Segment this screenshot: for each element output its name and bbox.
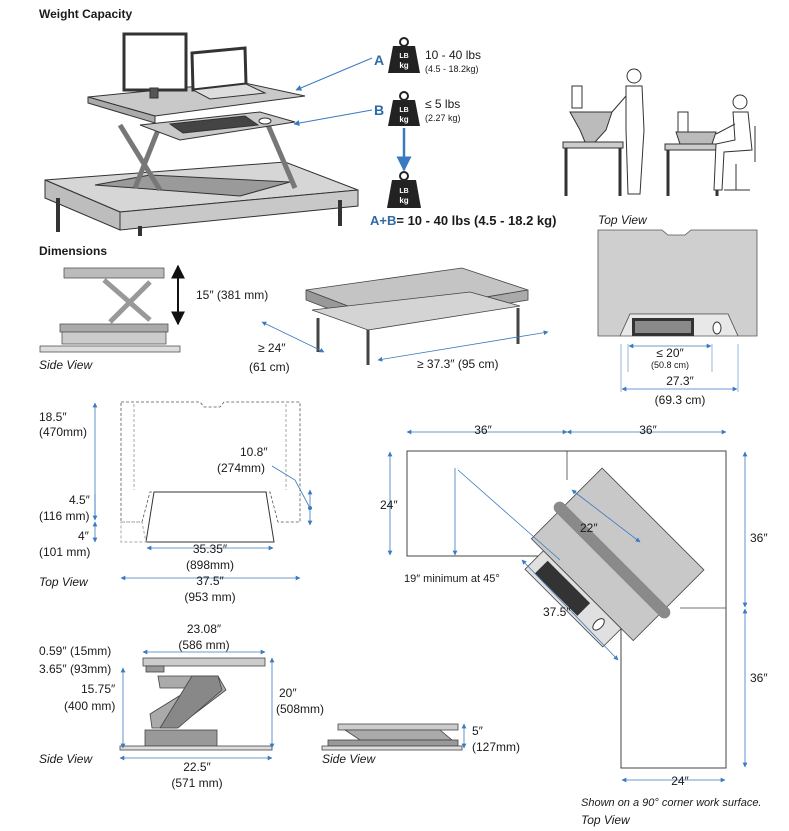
svg-text:kg: kg <box>399 115 408 124</box>
svg-text:LB: LB <box>399 53 408 60</box>
pointer-b <box>293 109 373 126</box>
corner-h36a: 36″ <box>750 531 768 545</box>
d-4-5-mm: (116 mm) <box>39 509 89 523</box>
kb-width: ≤ 20″ <box>656 346 684 360</box>
weight-icon-b: LB kg <box>388 91 420 126</box>
perspective-view <box>305 267 529 365</box>
top-width-mm: (69.3 cm) <box>655 393 706 407</box>
riser-illustration <box>44 32 359 236</box>
d-20-mm: (508mm) <box>276 702 324 716</box>
d-5-mm: (127mm) <box>472 740 520 754</box>
svg-text:kg: kg <box>399 196 408 205</box>
d-22-5: 22.5″ <box>183 760 211 774</box>
width-line <box>377 330 549 362</box>
top-view-label-2: Top View <box>39 575 89 589</box>
label-b: B <box>374 102 384 118</box>
d-15-75: 15.75″ <box>81 682 116 696</box>
d37-5-line <box>521 559 619 661</box>
d-5: 5″ <box>472 724 484 738</box>
weight-icon-a: LB kg <box>388 37 420 73</box>
corner-w36a: 36″ <box>474 423 492 437</box>
d22-line <box>571 489 641 543</box>
side-view-label-1: Side View <box>39 358 93 372</box>
weight-total: A+B= 10 - 40 lbs (4.5 - 18.2 kg) <box>370 213 556 228</box>
svg-text:LB: LB <box>399 188 408 195</box>
corner-w36b: 36″ <box>639 423 657 437</box>
d-10-8-leader <box>271 465 311 509</box>
depth-min: ≥ 24″ <box>258 341 286 355</box>
side-view-label-3: Side View <box>322 752 376 766</box>
d-10-8: 10.8″ <box>240 445 268 459</box>
pointer-a <box>295 57 373 91</box>
corner-d37-5: 37.5″ <box>543 605 571 619</box>
d-22-5-mm: (571 mm) <box>171 776 222 790</box>
min-diag <box>457 469 561 561</box>
kb-width-mm: (50.8 cm) <box>651 360 689 370</box>
corner-view-label: Top View <box>581 813 631 827</box>
standing-sitting-illustration <box>562 68 756 196</box>
d-37-5: 37.5″ <box>196 574 224 588</box>
d-10-8-mm: (274mm) <box>217 461 265 475</box>
d-3-65: 3.65″ (93mm) <box>39 662 111 676</box>
corner-d22: 22″ <box>580 521 598 535</box>
svg-text:kg: kg <box>399 61 408 70</box>
side-view-collapsed <box>321 723 463 751</box>
top-width: 27.3″ <box>666 374 694 388</box>
dimensions-heading: Dimensions <box>39 244 107 258</box>
side-view-label-2: Side View <box>39 752 93 766</box>
corner-h24: 24″ <box>380 498 398 512</box>
weight-a-metric: (4.5 - 18.2kg) <box>425 64 479 74</box>
d-4: 4″ <box>78 529 90 543</box>
weight-a-range: 10 - 40 lbs <box>425 48 481 62</box>
corner-caption: Shown on a 90° corner work surface. <box>581 797 762 809</box>
d-35-35: 35.35″ <box>193 542 228 556</box>
top-view-upper-right <box>597 229 758 337</box>
d-18-5-mm: (470mm) <box>39 425 87 439</box>
d-0-59: 0.59″ (15mm) <box>39 644 111 658</box>
svg-text:LB: LB <box>399 107 408 114</box>
corner-min-note: 19″ minimum at 45° <box>404 573 500 585</box>
d-23-08-mm: (586 mm) <box>178 638 229 652</box>
corner-h36b: 36″ <box>750 671 768 685</box>
d-4-5: 4.5″ <box>69 493 91 507</box>
side-view-small <box>39 267 181 353</box>
d-20: 20″ <box>279 686 297 700</box>
side-height: 15″ (381 mm) <box>196 288 268 302</box>
weight-b-range: ≤ 5 lbs <box>425 97 460 111</box>
top-view-left <box>120 401 301 543</box>
label-a: A <box>374 52 384 68</box>
width-min: ≥ 37.3″ (95 cm) <box>417 357 499 371</box>
corner-bottom24: 24″ <box>671 774 689 788</box>
d-15-75-mm: (400 mm) <box>64 699 115 713</box>
d-18-5: 18.5″ <box>39 410 67 424</box>
weight-capacity-heading: Weight Capacity <box>39 7 132 21</box>
weight-icon-total: LB kg <box>387 171 421 208</box>
depth-line <box>261 321 325 353</box>
depth-min-mm: (61 cm) <box>249 360 290 374</box>
d-4-mm: (101 mm) <box>39 545 90 559</box>
side-view-large <box>119 657 273 751</box>
d-35-35-mm: (898mm) <box>186 558 234 572</box>
top-view-label-1: Top View <box>598 213 648 227</box>
weight-b-metric: (2.27 kg) <box>425 113 461 123</box>
d-37-5-mm: (953 mm) <box>184 590 235 604</box>
d-23-08: 23.08″ <box>187 622 222 636</box>
